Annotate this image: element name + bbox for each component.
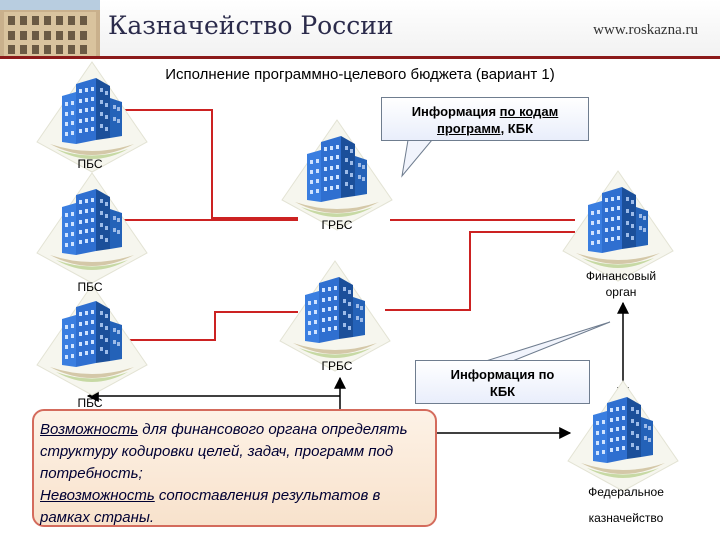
pbs-label: ПБС xyxy=(77,396,103,410)
fin-organ-label: Финансовый орган xyxy=(566,268,676,300)
grbs-label: ГРБС xyxy=(321,359,353,373)
building-icon xyxy=(279,260,391,372)
header-building-photo xyxy=(0,0,100,58)
callout-codes-underlined-1: по кодам xyxy=(499,104,559,119)
connector-pbs1-grbs1 xyxy=(118,109,298,219)
fed-treasury-label-line1: Федеральное xyxy=(588,485,664,499)
callout-codes: Информация по кодам программ, КБК xyxy=(381,97,589,141)
callout-kbk-line2: КБК xyxy=(489,384,516,399)
header: Казначейство России www.roskazna.ru xyxy=(0,0,720,59)
fed-treasury-label-line2: казначейство xyxy=(588,511,664,525)
grbs-label: ГРБС xyxy=(321,218,353,232)
header-url[interactable]: www.roskazna.ru xyxy=(593,22,698,38)
callout-kbk: Информация по КБК xyxy=(415,360,590,404)
callout-tail-codes xyxy=(401,139,434,178)
connector-pbs3-grbs2 xyxy=(118,311,298,341)
header-divider xyxy=(0,56,720,59)
callout-codes-underlined-2: программ xyxy=(437,121,501,136)
building-icon xyxy=(281,119,393,231)
note-impossibility-text: сопоставления результатов в рамках стран… xyxy=(40,487,381,526)
slide-title: Исполнение программно-целевого бюджета (… xyxy=(165,66,555,83)
fin-organ-label-line2: орган xyxy=(605,285,637,299)
note-possibility-word: Возможность xyxy=(40,421,139,438)
callout-codes-plain: Информация xyxy=(411,104,500,119)
header-band xyxy=(100,0,720,58)
pbs-label: ПБС xyxy=(77,280,103,294)
building-icon xyxy=(36,172,148,284)
note-possibility-text: для финансового органа определять структ… xyxy=(40,421,408,482)
header-title: Казначейство России xyxy=(108,11,394,40)
connector-grbs2-fin xyxy=(385,231,575,311)
callout-codes-tail: , КБК xyxy=(500,121,533,136)
fin-organ-label-line1: Финансовый xyxy=(585,269,657,283)
building-icon xyxy=(36,61,148,173)
note-impossibility-word: Невозможность xyxy=(40,487,155,504)
fed-treasury-label: Федеральное казначейство xyxy=(566,479,686,531)
callout-kbk-line1: Информация по xyxy=(450,367,555,382)
note-box: Возможность для финансового органа опред… xyxy=(32,409,437,527)
building-icon xyxy=(562,170,674,282)
pbs-label: ПБС xyxy=(77,157,103,171)
